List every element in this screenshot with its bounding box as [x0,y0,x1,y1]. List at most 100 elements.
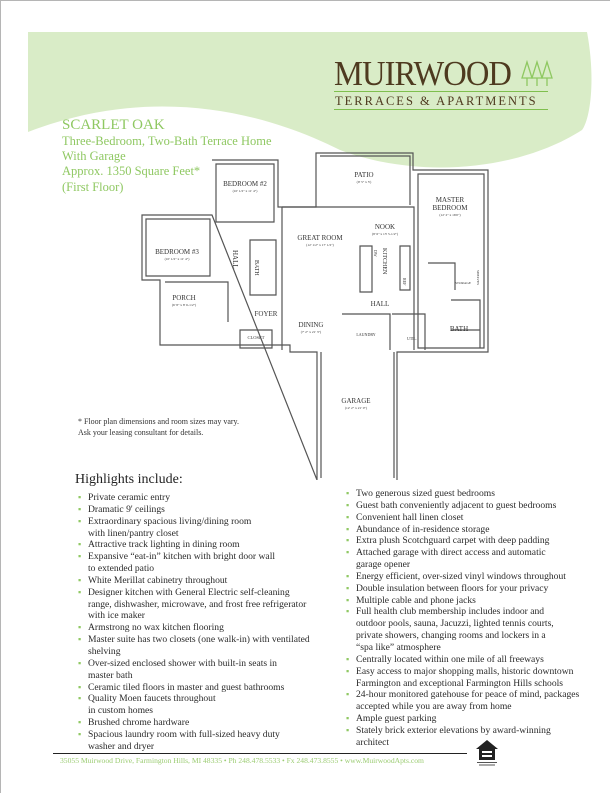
tree-icon [521,60,553,86]
bullet-icon: ▪ [346,665,350,676]
hall-label: HALL [231,250,239,269]
highlight-item: ▪ Ceramic tiled floors in master and gues… [76,682,351,694]
bullet-icon: ▪ [346,511,350,522]
highlight-item: ▪Ample guest parking [344,713,611,725]
room-name: PORCH [172,294,195,302]
highlight-item: ▪Double insulation between floors for yo… [344,583,611,595]
room-dims: (12' 1/2" x 17' 1/2") [306,243,334,247]
bullet-icon: ▪ [346,689,350,700]
room-dims: (7' 2" x 21' 3") [301,330,322,334]
bath-label: BATH [450,325,468,333]
bullet-icon: ▪ [78,681,82,692]
highlights-title: Highlights include: [75,472,183,487]
room-name: BEDROOM [432,204,468,212]
highlight-item: ▪ Brushed chrome hardware [76,717,351,729]
room-name: BEDROOM #3 [155,248,199,256]
bullet-icon: ▪ [346,724,350,735]
highlight-item: ▪ Private ceramic entry [76,492,351,504]
highlight-item: ▪Convenient hall linen closet [344,512,611,524]
highlight-text: Abundance of in-residence storage [356,523,490,535]
highlight-text: Private ceramic entry [88,492,171,503]
bullet-icon: ▪ [346,499,350,510]
room-name: MASTER [436,196,465,204]
room-name: GREAT ROOM [297,234,343,242]
bullet-icon: ▪ [78,539,82,550]
room-name: DINING [299,321,324,329]
highlight-text: Quality Moen faucets throughout in custo… [88,693,216,717]
util-label: UTIL. [407,336,417,341]
highlights-right-list: ▪ Two generous sized guest bedrooms ▪ Guest… [344,488,611,749]
highlight-text: Centrally located within one mile of all… [356,653,544,665]
bullet-icon: ▪ [346,547,350,558]
highlight-text: Spacious laundry room with full-sized he… [88,728,280,752]
highlight-text: Double insulation between floors for you… [356,582,549,594]
highlight-item: ▪Abundance of in-residence storage [344,524,611,536]
highlight-item: ▪ Master suite has two closets (one walk-… [76,634,351,658]
green-wave [28,32,592,168]
room-dims: (8' 6" x 13' 5-1/2") [372,232,399,236]
bullet-icon: ▪ [78,551,82,562]
plan-subtitle: Three-Bedroom, Two-Bath Terrace Home Wit… [62,134,272,194]
highlight-item: ▪Extra plush Scotchguard carpet with dee… [344,535,611,547]
bullet-icon: ▪ [346,594,350,605]
closet-label: CLOSET [247,335,264,340]
bullet-icon: ▪ [78,503,82,514]
highlight-item: ▪Multiple cable and phone jacks [344,595,611,607]
highlight-text: Stately brick exterior elevations by awa… [356,724,551,748]
footer-contact: 35055 Muirwood Drive, Farmington Hills, … [60,756,424,765]
highlight-text: Attractive track lighting in dining room [88,539,240,551]
highlight-text: Ceramic tiled floors in master and guest… [88,681,285,693]
highlight-text: White Merillat cabinetry throughout [88,574,228,586]
disclaimer-note: * Floor plan dimensions and room sizes m… [78,417,240,437]
highlight-text: Energy efficient, over-sized vinyl windo… [356,570,566,582]
highlights-left-list: ▪ Private ceramic entry ▪ Dramatic 9' ceili… [76,492,351,753]
bath-label: BATH [253,260,259,276]
logo-rule [334,109,548,110]
room-dims: (12' 2" x 16'0") [439,213,461,217]
highlight-text: Easy access to major shopping malls, his… [356,665,574,689]
brand-name: MUIRWOOD [334,54,512,93]
highlight-text: Armstrong no wax kitchen flooring [88,622,224,634]
highlight-text: Full health club membership includes ind… [356,606,554,653]
bullet-icon: ▪ [78,492,82,502]
brand-tagline: TERRACES & APARTMENTS [335,94,538,108]
highlight-text: Brushed chrome hardware [88,717,190,729]
highlight-item: ▪ Extraordinary spacious living/dining ro… [76,516,351,540]
highlight-item: ▪Expansive “eat-in” kitchen with bright … [76,551,351,575]
highlight-item: ▪ Dramatic 9' ceilings [76,504,351,516]
ref-label: REF [402,278,407,286]
dw-label: DW [373,250,378,257]
bullet-icon: ▪ [346,570,350,581]
room-name: NOOK [375,223,395,231]
highlight-text: 24-hour monitored gatehouse for peace of… [356,689,580,713]
bullet-icon: ▪ [78,586,82,597]
highlight-item: ▪Spacious laundry room with full-sized h… [76,729,351,753]
highlight-text: Master suite has two closets (one walk-i… [88,634,310,657]
shelves-label: SHELVES [476,270,480,285]
highlight-text: Two generous sized guest bedrooms [356,488,495,499]
room-name: BEDROOM #2 [223,180,267,188]
highlight-text: Dramatic 9' ceilings [88,503,165,515]
highlight-item: ▪ Over-sized enclosed shower with built-i… [76,658,351,682]
bullet-icon: ▪ [78,574,82,585]
highlight-text: Guest bath conveniently adjacent to gues… [356,499,557,511]
bullet-icon: ▪ [78,657,82,668]
storage-label: STORAGE [455,281,471,285]
bullet-icon: ▪ [78,515,82,526]
highlight-item: ▪Attached garage with direct access and … [344,547,611,571]
highlight-item: ▪ Energy efficient, over-sized vinyl wind… [344,571,611,583]
bullet-icon: ▪ [346,488,350,498]
bullet-icon: ▪ [78,717,82,728]
bullet-icon: ▪ [346,606,350,617]
highlight-text: Extraordinary spacious living/dining roo… [88,515,252,539]
bullet-icon: ▪ [78,634,82,645]
room-dims: (10' 1/2" x 11' 4") [165,257,191,261]
highlight-item: ▪ Full health club membership includes in… [344,606,611,653]
highlight-item: ▪Armstrong no wax kitchen flooring [76,622,351,634]
room-dims: (12' 2" x 21' 0") [345,406,368,410]
highlight-text: Over-sized enclosed shower with built-in… [88,657,277,681]
footer-rule [53,753,467,754]
room-name: PATIO [354,171,373,179]
